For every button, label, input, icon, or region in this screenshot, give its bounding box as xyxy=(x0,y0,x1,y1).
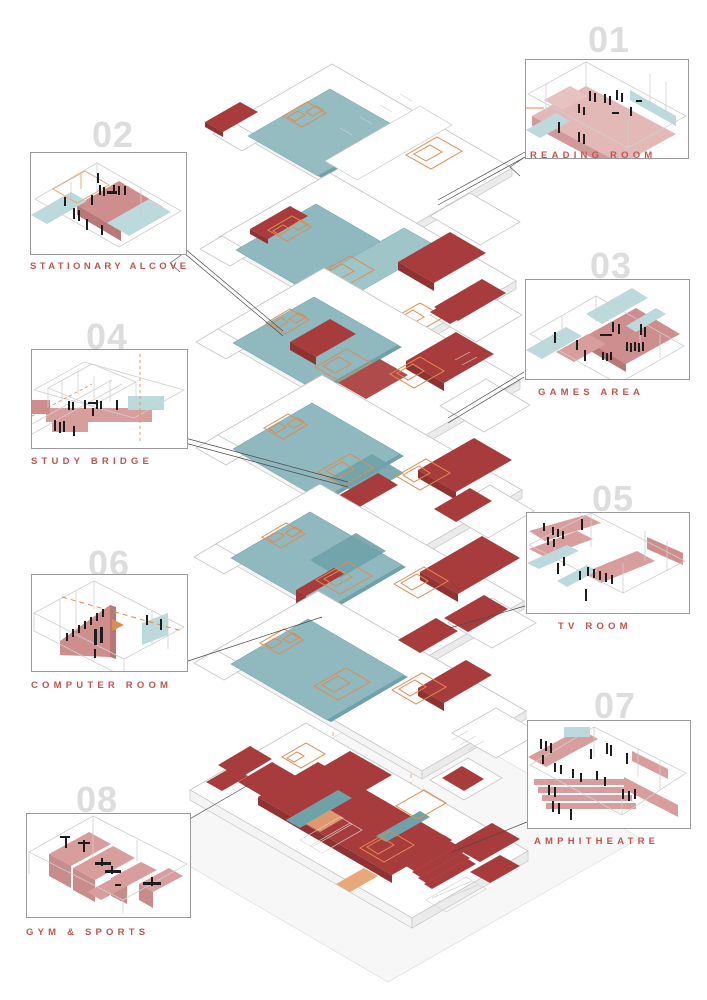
callout-01-vignette[interactable] xyxy=(525,59,689,159)
callout-08-number: 08 xyxy=(76,779,119,820)
callout-03-label: GAMES AREA xyxy=(538,387,645,398)
callout-02-number: 02 xyxy=(92,114,135,155)
callout-04-vignette[interactable] xyxy=(31,349,188,449)
callout-03-number: 03 xyxy=(590,245,633,286)
callout-07-vignette[interactable] xyxy=(527,720,691,829)
callout-07-number: 07 xyxy=(594,685,637,726)
callout-08-vignette[interactable] xyxy=(26,813,191,918)
callout-05-number: 05 xyxy=(592,478,635,519)
callout-04-number: 04 xyxy=(86,316,129,357)
callout-04-label: STUDY BRIDGE xyxy=(31,456,154,467)
callout-06-vignette[interactable] xyxy=(31,574,188,672)
callout-01-label: READING ROOM xyxy=(530,150,657,161)
callout-02-vignette[interactable] xyxy=(30,152,187,255)
callout-03-vignette[interactable] xyxy=(525,279,690,380)
callout-06-label: COMPUTER ROOM xyxy=(31,680,173,691)
callout-01-number: 01 xyxy=(588,19,631,60)
callout-02-label: STATIONARY ALCOVE xyxy=(30,261,190,272)
callout-08-label: GYM & SPORTS xyxy=(26,927,150,938)
callout-05-label: TV ROOM xyxy=(558,621,632,632)
callout-05-vignette[interactable] xyxy=(526,512,690,614)
callout-07-label: AMPHITHEATRE xyxy=(534,836,660,847)
